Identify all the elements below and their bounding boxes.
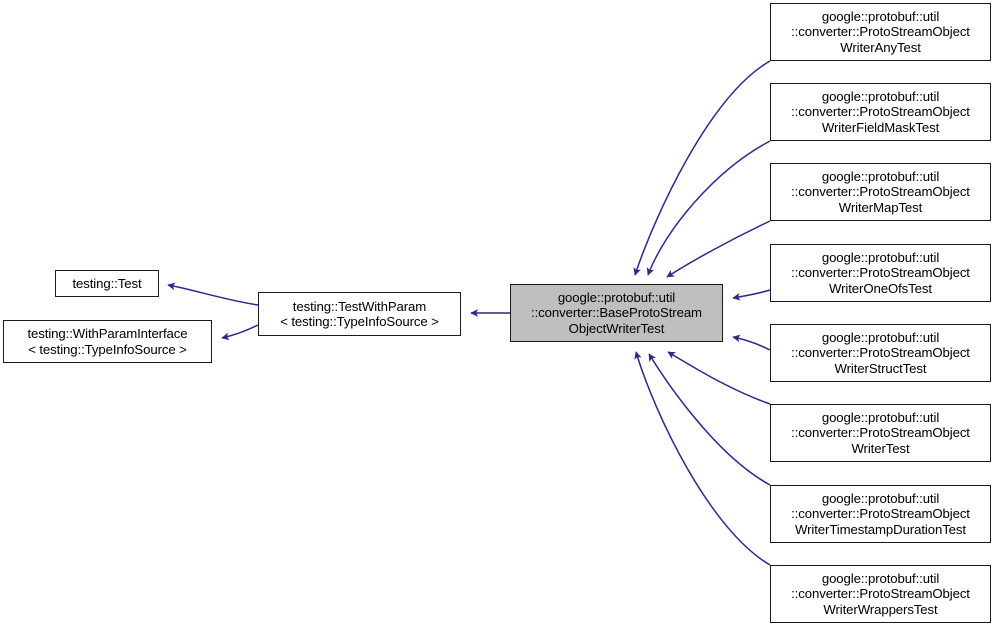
class-node-label: google::protobuf::util ::converter::Prot…	[791, 409, 970, 456]
class-node-testing-test[interactable]: testing::Test	[55, 270, 159, 297]
class-node-label: testing::Test	[72, 275, 142, 291]
class-node-writer-field-mask-test[interactable]: google::protobuf::util ::converter::Prot…	[770, 83, 991, 141]
inheritance-edge-e-writer-base	[667, 351, 771, 405]
class-node-base-proto-stream-object-writer-test[interactable]: google::protobuf::util ::converter::Base…	[510, 284, 723, 342]
class-node-label: google::protobuf::util ::converter::Prot…	[791, 249, 970, 296]
class-node-label: google::protobuf::util ::converter::Base…	[531, 289, 702, 336]
class-node-label: google::protobuf::util ::converter::Prot…	[791, 168, 970, 215]
class-node-label: testing::TestWithParam < testing::TypeIn…	[280, 298, 439, 329]
class-node-writer-one-ofs-test[interactable]: google::protobuf::util ::converter::Prot…	[770, 244, 991, 302]
class-node-writer-struct-test[interactable]: google::protobuf::util ::converter::Prot…	[770, 324, 991, 382]
inheritance-edge-e-wrappers-base	[634, 351, 771, 566]
class-node-label: google::protobuf::util ::converter::Prot…	[791, 570, 970, 617]
inheritance-edge-e-testwithparam-withparam	[221, 324, 259, 341]
class-node-testing-withparaminterface[interactable]: testing::WithParamInterface < testing::T…	[3, 320, 212, 363]
inheritance-edge-e-oneofs-base	[732, 289, 771, 301]
inheritance-edge-e-struct-base	[732, 334, 771, 351]
class-node-label: google::protobuf::util ::converter::Prot…	[791, 88, 970, 135]
inheritance-edge-e-fieldmask-base	[646, 140, 771, 276]
class-node-writer-test[interactable]: google::protobuf::util ::converter::Prot…	[770, 404, 991, 462]
inheritance-edge-e-map-base	[666, 220, 771, 278]
inheritance-edge-e-timestamp-base	[648, 353, 771, 486]
class-node-label: testing::WithParamInterface < testing::T…	[27, 326, 188, 357]
class-node-testing-testwithparam[interactable]: testing::TestWithParam < testing::TypeIn…	[258, 292, 461, 336]
inheritance-edge-e-any-base	[633, 60, 771, 276]
class-node-writer-timestamp-duration-test[interactable]: google::protobuf::util ::converter::Prot…	[770, 485, 991, 543]
class-node-label: google::protobuf::util ::converter::Prot…	[791, 329, 970, 376]
class-node-label: google::protobuf::util ::converter::Prot…	[791, 8, 970, 55]
class-node-label: google::protobuf::util ::converter::Prot…	[791, 490, 970, 537]
class-node-writer-wrappers-test[interactable]: google::protobuf::util ::converter::Prot…	[770, 565, 991, 623]
class-node-writer-map-test[interactable]: google::protobuf::util ::converter::Prot…	[770, 163, 991, 221]
inheritance-edge-e-testwithparam-test	[167, 282, 259, 306]
class-node-writer-any-test[interactable]: google::protobuf::util ::converter::Prot…	[770, 3, 991, 61]
